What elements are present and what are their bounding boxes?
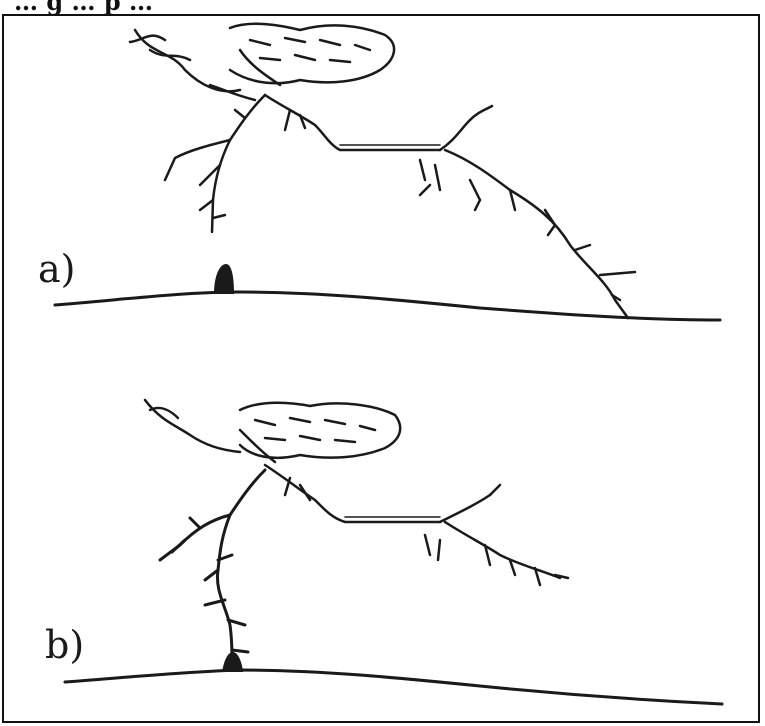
panel-a-object [214,264,234,294]
panel-b: b) [45,400,722,704]
panel-b-main-channel [265,465,568,585]
panel-b-label: b) [45,623,84,667]
panel-b-ground [65,670,722,704]
panel-b-object [222,652,243,672]
panel-a: a) [38,24,720,320]
panel-a-label: a) [38,247,75,291]
caption-fragment-text: … g … p … [14,0,153,16]
panel-b-vertical-leader [160,470,265,670]
panel-a-leader-branch [165,95,265,232]
cut-caption: … g … p … [0,0,765,16]
panel-a-main-channel [265,95,635,318]
panel-b-cloud [145,400,400,462]
panel-a-cloud [130,24,394,100]
